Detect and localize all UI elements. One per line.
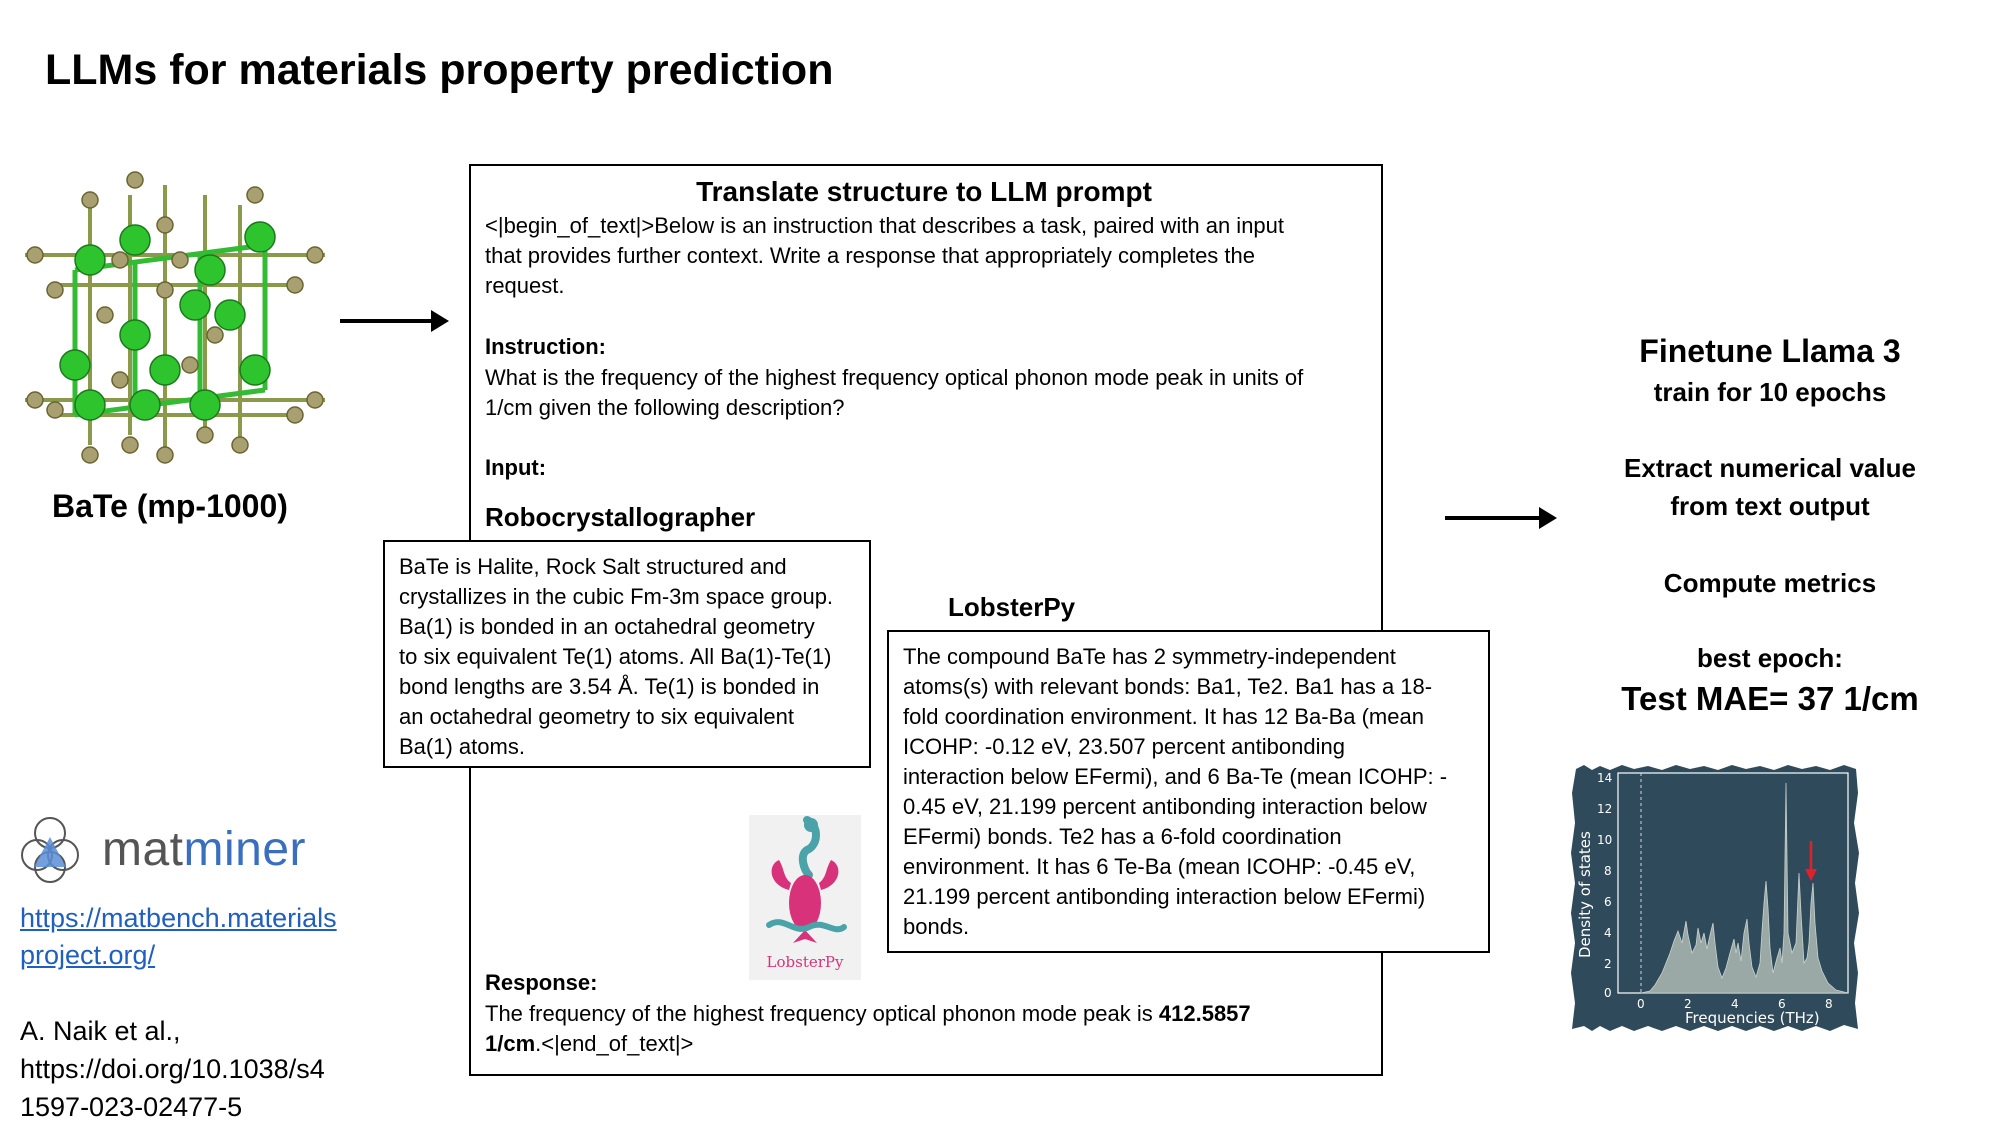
lobsterpy-line: ICOHP: -0.12 eV, 23.507 percent antibond…	[903, 734, 1345, 759]
dos-x-tick: 6	[1778, 997, 1786, 1011]
finetune-step: Finetune Llama 3	[1639, 333, 1901, 369]
input-label: Input:	[485, 455, 547, 480]
robocrys-line: crystallizes in the cubic Fm-3m space gr…	[399, 584, 834, 609]
dos-x-axis-label: Frequencies (THz)	[1685, 1009, 1820, 1027]
prompt-intro: <|begin_of_text|>Below is an instruction…	[485, 211, 1365, 301]
lobsterpy-line: bonds.	[903, 914, 970, 939]
prompt-intro-line: that provides further context. Write a r…	[485, 243, 1255, 268]
lobster-icon	[766, 816, 847, 943]
dos-y-tick: 14	[1597, 771, 1612, 785]
lobsterpy-line: 0.45 eV, 21.199 percent antibonding inte…	[903, 794, 1427, 819]
dos-y-tick: 2	[1604, 957, 1612, 971]
matbench-link-line2[interactable]: project.org/	[20, 940, 156, 970]
best-epoch-label: best epoch:	[1697, 643, 1843, 673]
prompt-intro-line: <|begin_of_text|>Below is an instruction…	[485, 213, 1285, 238]
response-value: 412.5857	[1158, 1001, 1251, 1026]
robocrys-line: to six equivalent Te(1) atoms. All Ba(1)…	[399, 644, 832, 669]
extract-step-line2: from text output	[1670, 491, 1870, 521]
prompt-intro-line: request.	[485, 273, 565, 298]
robocrys-line: BaTe is Halite, Rock Salt structured and	[399, 554, 787, 579]
lobsterpy-label: LobsterPy	[948, 592, 1076, 622]
dos-y-tick: 12	[1597, 802, 1612, 816]
instruction-line: What is the frequency of the highest fre…	[485, 365, 1304, 390]
robocrys-line: Ba(1) is bonded in an octahedral geometr…	[399, 614, 815, 639]
phonon-dos-plot: 0 2 4 6 8 10 0 2 4 6 8 10 12 14 Frequenc…	[1571, 765, 1859, 1031]
response-tail: .<|end_of_text|>	[535, 1031, 694, 1056]
dos-y-tick: 0	[1604, 986, 1612, 1000]
dos-x-tick: 2	[1684, 997, 1692, 1011]
matminer-logo-part1: mat	[102, 823, 184, 876]
instruction-label: Instruction:	[485, 334, 606, 359]
dos-y-tick: 4	[1604, 926, 1612, 940]
lobsterpy-line: atoms(s) with relevant bonds: Ba1, Te2. …	[903, 674, 1433, 699]
lobsterpy-logo-text: LobsterPy	[766, 953, 844, 971]
extract-step-line1: Extract numerical value	[1624, 453, 1916, 483]
lobsterpy-line: 21.199 percent antibonding interaction b…	[903, 884, 1426, 909]
response-text: The frequency of the highest frequency o…	[485, 999, 1365, 1059]
lobsterpy-logo: LobsterPy	[749, 815, 861, 980]
lobsterpy-description: The compound BaTe has 2 symmetry-indepen…	[887, 630, 1490, 953]
lobsterpy-line: fold coordination environment. It has 12…	[903, 704, 1424, 729]
reference-line: A. Naik et al.,	[20, 1016, 181, 1046]
dos-x-tick: 8	[1825, 997, 1833, 1011]
dos-x-tick: 0	[1637, 997, 1645, 1011]
matminer-logo-part2: miner	[183, 823, 307, 876]
prompt-box-title: Translate structure to LLM prompt	[696, 176, 1152, 207]
dos-y-tick: 8	[1604, 864, 1612, 878]
dos-y-tick: 10	[1597, 833, 1612, 847]
metrics-step: Compute metrics	[1663, 568, 1877, 598]
robocrys-line: an octahedral geometry to six equivalent	[399, 704, 795, 729]
slide-title: LLMs for materials property prediction	[45, 46, 834, 94]
matbench-link-line1[interactable]: https://matbench.materials	[20, 903, 337, 933]
arrow-right-icon	[340, 310, 449, 332]
robocrystallographer-description: BaTe is Halite, Rock Salt structured and…	[383, 540, 871, 768]
lobsterpy-line: EFermi) bonds. Te2 has a 6-fold coordina…	[903, 824, 1342, 849]
reference-citation: A. Naik et al., https://doi.org/10.1038/…	[20, 1012, 325, 1126]
dos-x-tick: 4	[1731, 997, 1739, 1011]
matminer-logo-icon	[21, 817, 79, 883]
reference-line: 1597-023-02477-5	[20, 1092, 243, 1122]
dos-y-axis-label: Density of states	[1576, 831, 1594, 958]
arrow-right-icon	[1445, 507, 1557, 529]
dos-y-tick: 6	[1604, 895, 1612, 909]
bate-crystal-structure-image	[25, 171, 325, 464]
robocrystallographer-label: Robocrystallographer	[485, 502, 756, 532]
robocrys-line: Ba(1) atoms.	[399, 734, 525, 759]
lobsterpy-line: interaction below EFermi), and 6 Ba-Te (…	[903, 764, 1448, 789]
matminer-logo-text: matminer	[102, 822, 306, 877]
test-mae-result: Test MAE= 37 1/cm	[1621, 680, 1919, 717]
finetune-substep: train for 10 epochs	[1653, 377, 1887, 407]
instruction-line: 1/cm given the following description?	[485, 395, 845, 420]
matbench-link[interactable]: https://matbench.materials project.org/	[20, 900, 337, 974]
lobsterpy-line: environment. It has 6 Te-Ba (mean ICOHP:…	[903, 854, 1416, 879]
response-label: Response:	[485, 970, 598, 995]
response-text-prefix: The frequency of the highest frequency o…	[485, 1001, 1159, 1026]
structure-caption: BaTe (mp-1000)	[52, 488, 288, 524]
robocrys-line: bond lengths are 3.54 Å. Te(1) is bonded…	[399, 674, 820, 699]
instruction-text: What is the frequency of the highest fre…	[485, 363, 1365, 423]
lobsterpy-line: The compound BaTe has 2 symmetry-indepen…	[903, 644, 1396, 669]
response-unit: 1/cm	[485, 1031, 536, 1056]
reference-line: https://doi.org/10.1038/s4	[20, 1054, 325, 1084]
